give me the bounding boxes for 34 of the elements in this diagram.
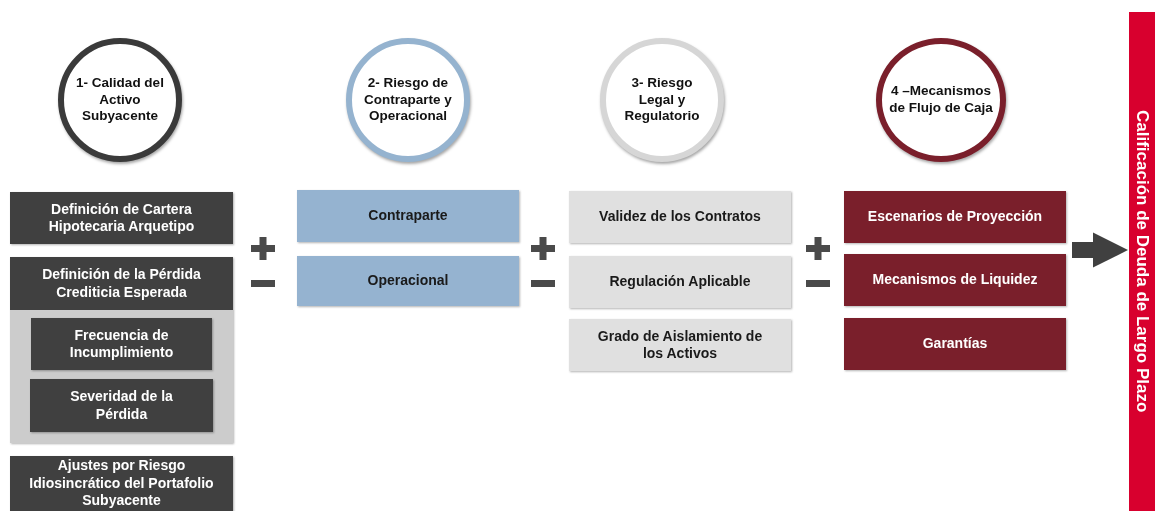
step-label: Grado de Aislamiento de los Activos (596, 327, 764, 363)
step-label: Definición de la Pérdida Crediticia Esperada (41, 266, 202, 301)
step-label: Regulación Aplicable (609, 273, 751, 291)
step-label: Escenarios de Proyección (867, 208, 1043, 226)
step-label: Operacional (367, 272, 449, 290)
step-box (844, 318, 1066, 370)
step-box (844, 254, 1066, 306)
step-label: Frecuencia de Incumplimiento (68, 326, 175, 362)
step-label: Contraparte (368, 207, 448, 225)
stage-title: 1- Calidad del Activo Subyacente (75, 74, 165, 126)
step-label: Mecanismos de Liquidez (872, 271, 1038, 289)
result-title: Calificación de Deuda de Largo Plazo (1131, 110, 1153, 413)
step-box (297, 190, 519, 242)
step-box (10, 456, 233, 511)
sub-step-box (30, 379, 213, 432)
step-box (10, 192, 233, 244)
step-box (844, 191, 1066, 243)
block-arrow (1072, 232, 1129, 268)
step-label: Ajustes por Riesgo Idiosincrático del Portafolio Subyacente (28, 457, 215, 510)
stage-title: 3- Riesgo Legal y Regulatorio (624, 74, 700, 126)
step-box (569, 191, 791, 243)
step-box (10, 257, 233, 310)
step-label: Garantías (922, 335, 988, 353)
stage-title: 2- Riesgo de Contraparte y Operacional (363, 74, 453, 126)
group-panel (10, 257, 233, 443)
step-label: Severidad de la Pérdida (69, 388, 174, 423)
sub-step-box (31, 318, 212, 370)
step-label: Definición de Cartera Hipotecaria Arquetipo (47, 200, 196, 236)
step-box (569, 256, 791, 308)
step-box (569, 319, 791, 371)
step-label: Validez de los Contratos (599, 208, 761, 226)
result-bar (1129, 12, 1155, 511)
stage-title: 4 –Mecanismos de Flujo de Caja (888, 83, 994, 117)
step-box (297, 256, 519, 306)
